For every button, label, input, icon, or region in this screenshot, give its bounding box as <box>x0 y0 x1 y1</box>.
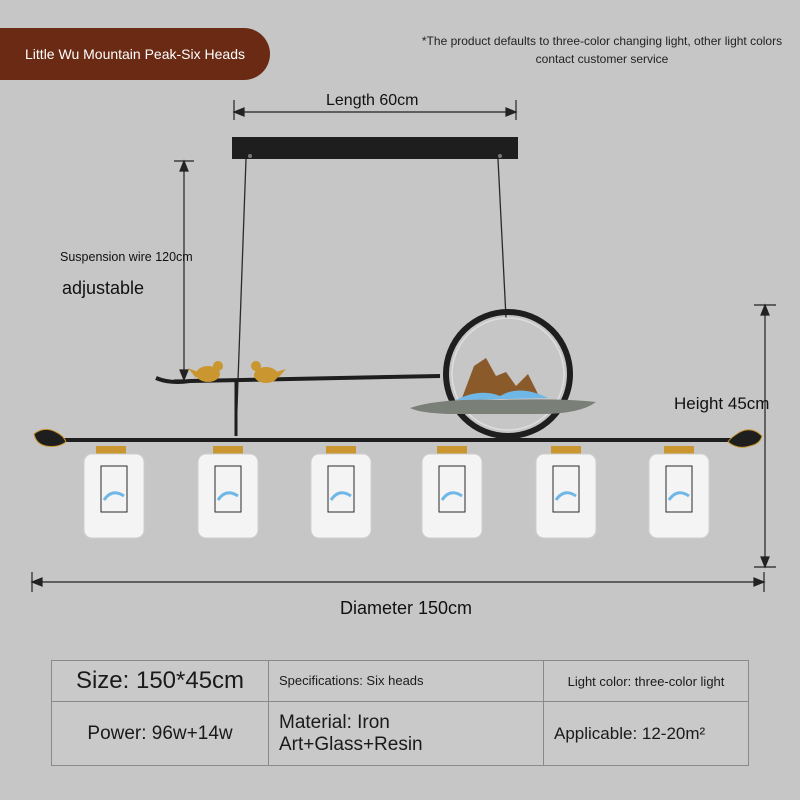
suspension-dimension-line <box>174 159 194 382</box>
spec-table: Size: 150*45cm Specifications: Six heads… <box>51 659 749 766</box>
gold-bird-icon <box>188 361 223 382</box>
diameter-label: Diameter 150cm <box>340 598 473 618</box>
spec-specifications: Specifications: Six heads <box>268 659 544 703</box>
spec-power: Power: 96w+14w <box>51 701 269 766</box>
light-color-notice: *The product defaults to three-color cha… <box>421 34 783 66</box>
resin-mountain-platform <box>410 399 596 414</box>
lamp-shade-6 <box>648 446 710 539</box>
spec-row: Size: 150*45cm Specifications: Six heads… <box>51 659 749 703</box>
length-dimension-line <box>232 100 518 120</box>
suspension-wire-label: Suspension wire 120cm <box>60 250 193 264</box>
lamp-shade-5 <box>535 446 597 539</box>
ceiling-canopy <box>232 137 518 159</box>
lamp-shade-2 <box>197 446 259 539</box>
lamp-shade-4 <box>421 446 483 539</box>
suspension-wire-left <box>235 158 247 437</box>
cloud-end-cap-right-icon <box>727 429 763 448</box>
ring-ornament <box>443 309 573 439</box>
cloud-end-cap-left-icon <box>33 428 67 447</box>
gold-bird-icon <box>251 361 286 383</box>
spec-size: Size: 150*45cm <box>51 659 269 703</box>
spec-applicable: Applicable: 12-20m² <box>543 701 749 766</box>
height-label: Height 45cm <box>674 394 770 413</box>
lamp-shade-1 <box>83 446 145 539</box>
lamp-shade-3 <box>310 446 372 539</box>
product-title: Little Wu Mountain Peak-Six Heads <box>25 46 245 62</box>
spec-material: Material: Iron Art+Glass+Resin <box>268 701 544 766</box>
upper-bar <box>155 374 441 384</box>
suspension-wire-right <box>497 158 507 319</box>
spec-row: Power: 96w+14w Material: Iron Art+Glass+… <box>51 701 749 766</box>
adjustable-label: adjustable <box>62 278 145 298</box>
product-title-badge: Little Wu Mountain Peak-Six Heads <box>0 28 270 80</box>
mountain-peak-icon <box>462 358 540 398</box>
height-dimension-line <box>754 303 776 569</box>
spec-light-color: Light color: three-color light <box>543 659 749 703</box>
diameter-dimension-line <box>30 572 766 592</box>
length-label: Length 60cm <box>326 92 419 109</box>
